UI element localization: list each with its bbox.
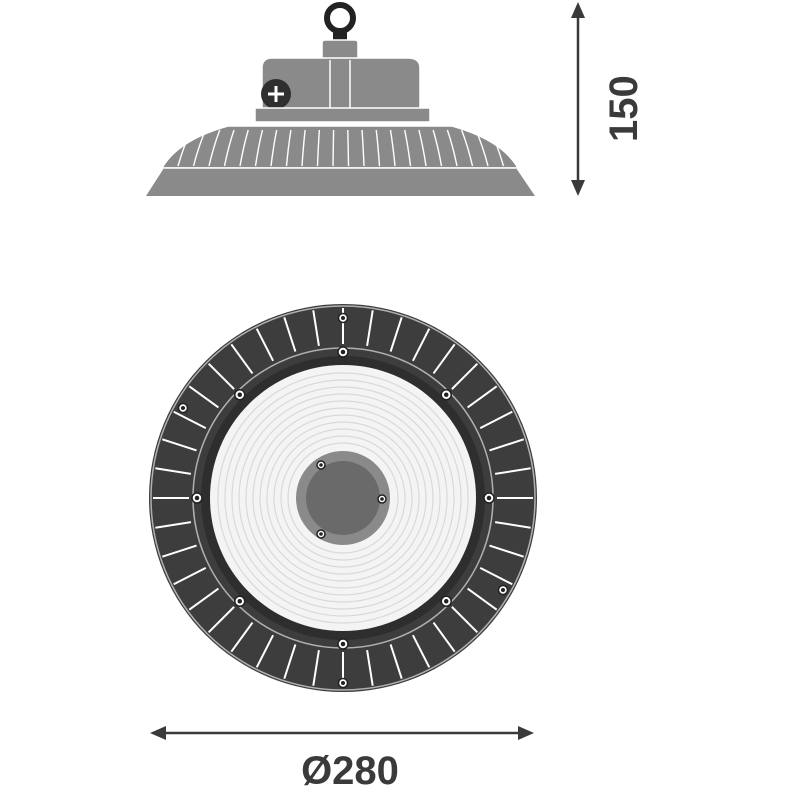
lens-ring: [224, 379, 462, 617]
diameter-label: Ø280: [301, 749, 399, 793]
fin-divider: [389, 644, 403, 680]
lens-ring: [252, 407, 434, 589]
fin-divider: [451, 362, 479, 390]
lens-ring: [266, 421, 420, 575]
radial-fins: [153, 308, 533, 688]
fin-divider: [188, 587, 219, 611]
lens-ring: [259, 414, 427, 582]
hanging-ring-icon: [324, 2, 356, 34]
fin-divider: [155, 467, 192, 475]
fin-line: [192, 129, 207, 167]
fin-divider: [479, 410, 513, 429]
diameter-label-wrap: Ø280: [250, 745, 450, 795]
lens-rings: [217, 372, 469, 624]
lens-ring: [245, 400, 441, 596]
arrow-right-icon: [518, 726, 534, 740]
fin-divider: [451, 606, 479, 634]
fin-divider: [366, 310, 374, 347]
fin-divider: [283, 316, 297, 352]
fin-divider: [173, 567, 207, 586]
height-label: 150: [602, 75, 646, 142]
fin-line: [460, 129, 474, 167]
arrow-down-icon: [571, 180, 585, 196]
center-cap: [306, 461, 380, 535]
fin-line: [446, 129, 458, 167]
fin-line: [254, 129, 264, 167]
fin-line: [375, 129, 381, 167]
fin-line: [301, 129, 306, 167]
fin-line: [177, 129, 192, 167]
fin-divider: [230, 343, 254, 374]
fin-line: [270, 129, 278, 167]
fin-divider: [207, 362, 235, 390]
fin-line: [223, 129, 235, 167]
fin-divider: [432, 343, 456, 374]
fin-divider: [283, 644, 297, 680]
fin-line: [389, 129, 396, 167]
ring-neck: [333, 30, 347, 42]
fin-divider: [412, 328, 431, 362]
fin-divider: [479, 567, 513, 586]
fin-divider: [161, 544, 197, 558]
fin-divider: [161, 438, 197, 452]
fin-divider: [489, 544, 525, 558]
arrow-left-icon: [150, 726, 166, 740]
fin-divider: [312, 649, 320, 686]
diameter-dimension: [150, 726, 534, 740]
lens-ring: [231, 386, 455, 610]
fin-divider: [494, 467, 531, 475]
fin-divider: [255, 634, 274, 668]
fin-divider: [255, 328, 274, 362]
fin-line: [332, 129, 335, 167]
fin-line: [404, 129, 412, 167]
fin-line: [316, 129, 321, 167]
fin-line: [208, 129, 221, 167]
fin-line: [475, 129, 489, 167]
side-view: [146, 2, 535, 196]
driver-housing: [261, 57, 421, 119]
fin-divider: [432, 622, 456, 653]
fin-divider: [173, 410, 207, 429]
fin-divider: [494, 521, 531, 529]
fin-line: [285, 129, 292, 167]
fin-line: [361, 129, 365, 167]
lens-ring: [287, 442, 399, 554]
fin-divider: [155, 521, 192, 529]
fin-divider: [188, 385, 219, 409]
fin-divider: [412, 634, 431, 668]
fin-divider: [366, 649, 374, 686]
fin-divider: [312, 310, 320, 347]
lens-ring: [273, 428, 413, 568]
fin-line: [432, 129, 443, 167]
fin-line: [489, 129, 505, 167]
heatsink-dome: [160, 125, 520, 169]
fin-line: [418, 129, 427, 167]
lens-ring: [280, 435, 406, 561]
plus-icon: [268, 86, 284, 102]
lens-ring-side: [146, 168, 535, 196]
fin-divider: [230, 622, 254, 653]
heatsink-fins: [177, 129, 505, 167]
arrow-up-icon: [571, 2, 585, 18]
fin-divider: [467, 385, 498, 409]
height-dimension: [571, 2, 585, 196]
fin-divider: [389, 316, 403, 352]
fin-divider: [207, 606, 235, 634]
lens-ring: [217, 372, 469, 624]
lens-ring: [238, 393, 448, 603]
fin-divider: [467, 587, 498, 611]
fin-divider: [489, 438, 525, 452]
fin-line: [239, 129, 249, 167]
height-label-wrap: 150: [598, 70, 654, 142]
screws: [177, 312, 509, 689]
fin-line: [347, 129, 350, 167]
top-view: [149, 304, 537, 692]
housing-collar: [254, 107, 431, 123]
